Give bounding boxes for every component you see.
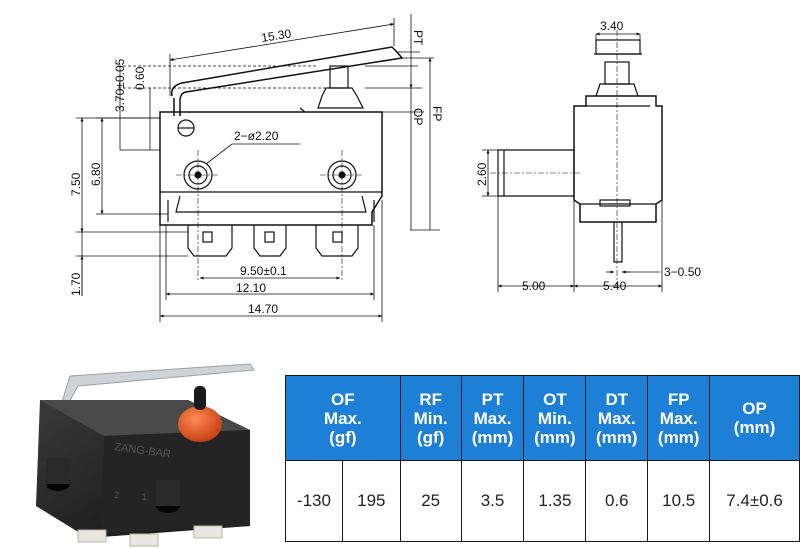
header-of: OF Max. (gf) <box>285 375 401 461</box>
header-fp: FP Max. (mm) <box>647 375 711 461</box>
value-ot: 1.35 <box>523 460 587 542</box>
photo-mark-2: 2 <box>114 490 119 500</box>
photo-terminal <box>77 529 107 543</box>
value-dt: 0.6 <box>585 460 649 542</box>
value-rf: 25 <box>399 460 462 542</box>
side-terminal <box>497 149 575 197</box>
dim-pt: PT <box>411 30 425 46</box>
value-op: 7.4±0.6 <box>709 460 800 542</box>
value-fp: 10.5 <box>647 460 711 542</box>
dim-terminal-thickness: 3−0.50 <box>664 265 701 279</box>
spec-value-row: -130 195 25 3.5 1.35 0.6 10.5 7.4±0.6 <box>285 460 800 542</box>
header-rf: RF Min. (gf) <box>399 375 462 461</box>
dim-hole-pitch: 12.10 <box>236 281 266 295</box>
dim-height-680: 6.80 <box>89 162 103 186</box>
dim-terminal-width: 2.60 <box>475 162 489 186</box>
dim-offset-500: 5.00 <box>522 279 546 293</box>
dim-op: OP <box>411 108 425 125</box>
photo-plunger <box>178 406 222 442</box>
dim-plunger-width: 3.40 <box>600 19 624 33</box>
technical-drawing: 15.30 PT OP FP 3.70±0.05 0.60 2−ø2.20 7.… <box>69 14 701 322</box>
lever-outline <box>170 46 404 116</box>
header-pt: PT Max. (mm) <box>460 375 525 461</box>
dim-fp: FP <box>430 106 444 121</box>
product-photo: ZANG-BAR 2 1 <box>36 363 255 547</box>
dim-hole-label: 2−ø2.20 <box>234 129 279 143</box>
dim-body-length: 14.70 <box>248 302 278 316</box>
spec-header-row: OF Max. (gf) RF Min. (gf) PT Max. (mm) O… <box>285 375 800 461</box>
side-body <box>573 95 663 223</box>
terminals <box>187 225 359 257</box>
value-pt: 3.5 <box>460 460 525 542</box>
switch-body <box>159 111 383 226</box>
side-view <box>497 39 663 263</box>
value-of-max: 195 <box>341 460 401 542</box>
dim-lever-length: 15.30 <box>260 26 292 45</box>
photo-lever <box>61 363 255 405</box>
spec-table: OF Max. (gf) RF Min. (gf) PT Max. (mm) O… <box>285 375 800 542</box>
header-op: OP (mm) <box>709 375 800 461</box>
dim-lever-offset: 0.60 <box>133 66 147 90</box>
dim-terminal-height: 1.70 <box>69 272 83 296</box>
dim-height-750: 7.50 <box>69 172 83 196</box>
value-of-min: -130 <box>285 460 343 542</box>
dim-terminal-pitch: 9.50±0.1 <box>240 264 287 278</box>
header-dt: DT Max. (mm) <box>585 375 649 461</box>
photo-mark-1: 1 <box>142 492 147 502</box>
dim-lever-height: 3.70±0.05 <box>113 58 127 112</box>
front-view <box>159 46 404 257</box>
dim-body-width: 5.40 <box>603 279 627 293</box>
header-ot: OT Min. (mm) <box>523 375 587 461</box>
